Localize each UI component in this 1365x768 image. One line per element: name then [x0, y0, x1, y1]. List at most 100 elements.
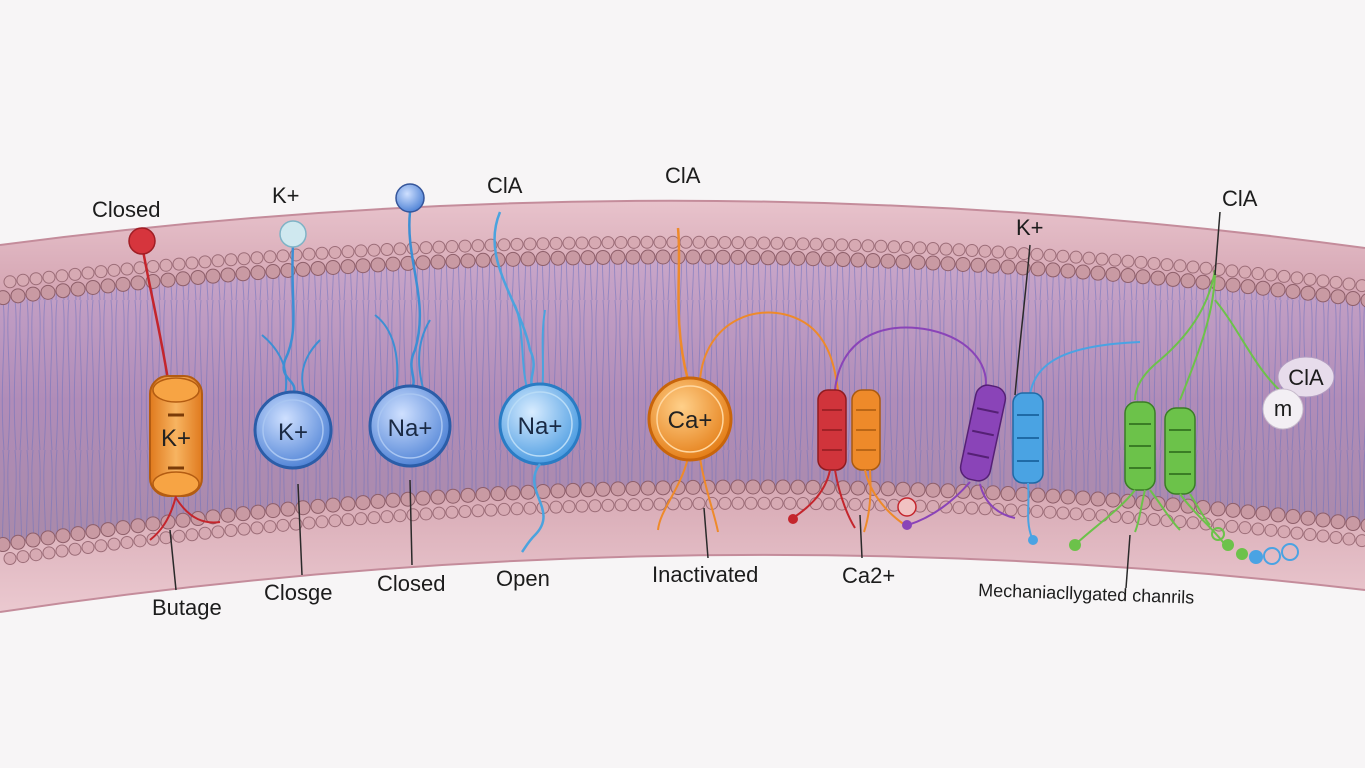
phospholipid-head	[910, 482, 926, 498]
potassium-channel-helix	[1012, 244, 1141, 545]
phospholipid-head	[1290, 271, 1304, 285]
phospholipid-head	[1108, 510, 1122, 524]
gate-ball-red	[128, 227, 156, 255]
phospholipid-head	[700, 249, 716, 265]
phospholipid-head	[865, 253, 881, 269]
phospholipid-head	[211, 525, 225, 539]
phospholipid-head	[625, 480, 641, 496]
phospholipid-head	[1316, 274, 1330, 288]
phospholipid-head	[1277, 525, 1291, 539]
phospholipid-head	[760, 479, 776, 495]
potassium-channel-closed: K+	[128, 227, 221, 541]
phospholipid-head	[159, 258, 173, 272]
phospholipid-head	[1345, 291, 1361, 307]
phospholipid-head	[85, 524, 101, 540]
phospholipid-head	[107, 537, 121, 551]
phospholipid-head	[497, 502, 511, 516]
phospholipid-head	[835, 252, 851, 268]
phospholipid-head	[1165, 497, 1181, 513]
phospholipid-head	[1056, 506, 1070, 520]
phospholipid-head	[235, 266, 251, 282]
phospholipid-head	[1255, 505, 1271, 521]
phospholipid-head	[655, 480, 671, 496]
phospholipid-head	[874, 239, 888, 253]
phospholipid-head	[415, 490, 431, 506]
phospholipid-head	[25, 532, 41, 548]
phospholipid-head	[1225, 502, 1241, 518]
phospholipid-head	[550, 483, 566, 499]
label-closed-bottom: Closed	[377, 571, 445, 596]
phospholipid-head	[315, 515, 329, 529]
phospholipid-head	[237, 522, 251, 536]
phospholipid-head	[445, 253, 461, 269]
phospholipid-head	[730, 479, 746, 495]
phospholipid-head	[1195, 274, 1211, 290]
phospholipid-head	[70, 281, 86, 297]
phospholipid-head	[263, 520, 277, 534]
phospholipid-head	[880, 253, 896, 269]
phospholipid-head	[1108, 253, 1122, 267]
phospholipid-head	[1120, 268, 1136, 284]
phospholipid-head	[1270, 507, 1286, 523]
phospholipid-head	[760, 250, 776, 266]
phospholipid-head	[1056, 249, 1070, 263]
phospholipid-head	[1000, 259, 1016, 275]
label-k-top-2: K+	[1016, 215, 1044, 240]
phospholipid-head	[419, 241, 433, 255]
gate-ball-blue	[395, 183, 425, 213]
phospholipid-head	[328, 514, 342, 528]
phospholipid-head	[1147, 512, 1161, 526]
phospholipid-head	[679, 235, 693, 249]
phospholipid-head	[430, 254, 446, 270]
phospholipid-head	[865, 480, 881, 496]
phospholipid-head	[1290, 526, 1304, 540]
phospholipid-head	[115, 276, 131, 292]
phospholipid-head	[744, 236, 758, 250]
phospholipid-head	[385, 492, 401, 508]
phospholipid-head	[985, 258, 1001, 274]
phospholipid-head	[185, 528, 199, 542]
mechanically-gated-channel: ClA m	[1069, 269, 1335, 565]
phospholipid-head	[445, 488, 461, 504]
phospholipid-head	[406, 508, 420, 522]
label-open: Open	[496, 566, 550, 591]
phospholipid-head	[565, 482, 581, 498]
phospholipid-head	[133, 534, 147, 548]
phospholipid-head	[133, 261, 147, 275]
phospholipid-head	[42, 270, 56, 284]
phospholipid-head	[1251, 522, 1265, 536]
phospholipid-head	[1150, 270, 1166, 286]
phospholipid-head	[790, 479, 806, 495]
phospholipid-head	[1315, 287, 1331, 303]
phospholipid-head	[1105, 266, 1121, 282]
phospholipid-head	[1186, 516, 1200, 530]
phospholipid-head	[655, 249, 671, 265]
phospholipid-head	[952, 501, 966, 515]
phospholipid-head	[925, 482, 941, 498]
phospholipid-head	[595, 249, 611, 265]
phospholipid-head	[1342, 532, 1356, 546]
phospholipid-head	[744, 496, 758, 510]
phospholipid-head	[1225, 277, 1241, 293]
phospholipid-head	[55, 269, 69, 283]
phospholipid-head	[1160, 258, 1174, 272]
phospholipid-head	[1017, 504, 1031, 518]
phospholipid-head	[940, 483, 956, 499]
phospholipid-head	[1270, 282, 1286, 298]
phospholipid-head	[185, 256, 199, 270]
phospholipid-head	[81, 266, 95, 280]
na-closed-ion-label: Na+	[388, 415, 433, 442]
phospholipid-head	[1264, 523, 1278, 537]
phospholipid-head	[805, 251, 821, 267]
label-closge: Closge	[264, 580, 332, 605]
phospholipid-head	[68, 542, 82, 556]
phospholipid-head	[505, 251, 521, 267]
phospholipid-head	[1069, 250, 1083, 264]
phospholipid-head	[978, 502, 992, 516]
phospholipid-head	[745, 479, 761, 495]
phospholipid-head	[100, 522, 116, 538]
phospholipid-head	[55, 283, 71, 299]
phospholipid-head	[718, 236, 732, 250]
phospholipid-head	[1186, 260, 1200, 274]
phospholipid-head	[952, 243, 966, 257]
